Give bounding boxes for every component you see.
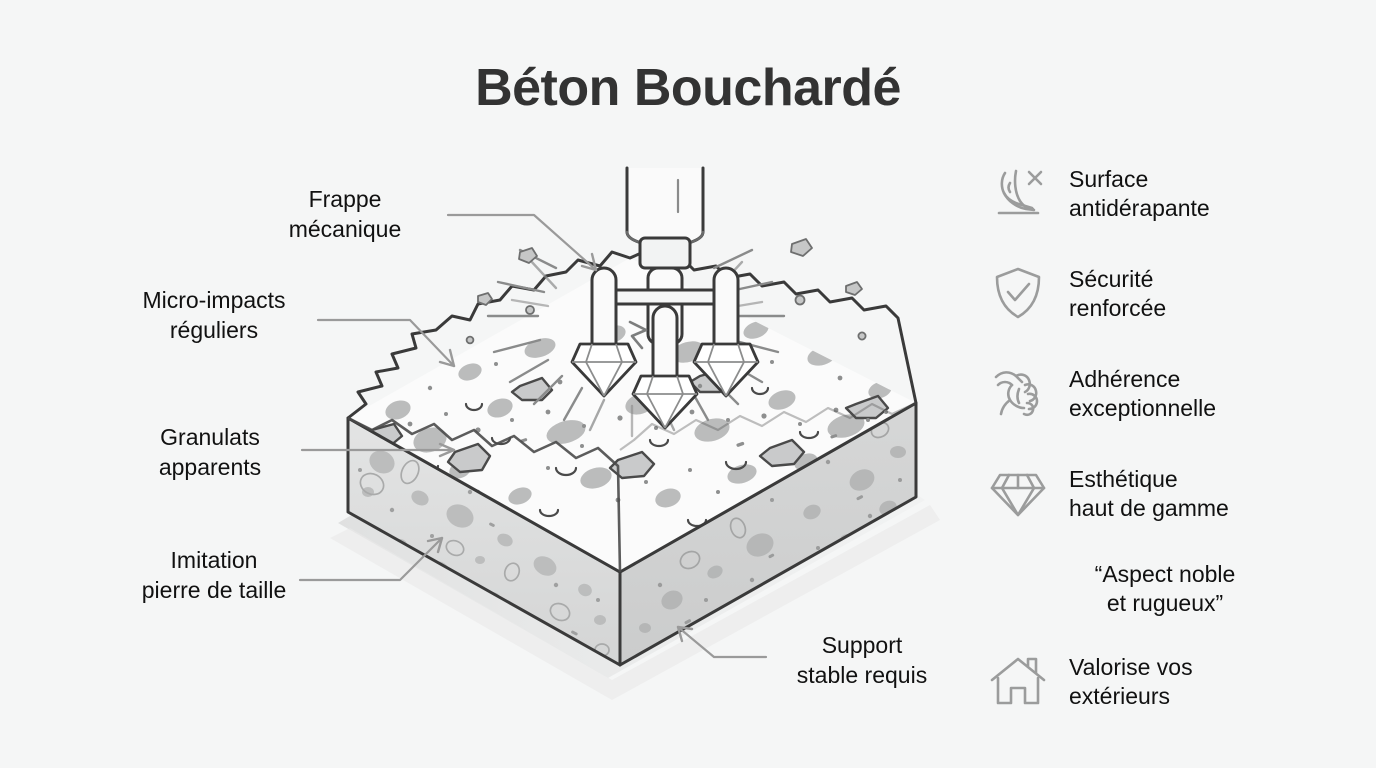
feature-label: Adhérence exceptionnelle <box>1069 366 1217 422</box>
feature-list: Surface antidérapante Sécurité renforcée <box>985 160 1345 748</box>
callout-micro-impacts: Micro-impacts réguliers <box>142 287 286 344</box>
feature-item-securite-renforcee: Sécurité renforcée <box>985 260 1345 332</box>
diamond-icon <box>985 460 1051 526</box>
debris-chips <box>465 238 867 345</box>
quote-text: “Aspect noble et rugueux” <box>1094 561 1236 617</box>
callout-imitation-pierre: Imitation pierre de taille <box>141 547 287 604</box>
feature-label: Sécurité renforcée <box>1069 266 1167 322</box>
diamond-tips <box>570 342 760 430</box>
feature-item-quote: “Aspect noble et rugueux” <box>985 560 1345 622</box>
feature-label: Valorise vos extérieurs <box>1069 654 1193 710</box>
feature-item-adherence-exceptionnelle: Adhérence exceptionnelle <box>985 360 1345 432</box>
feature-item-valorise-exterieurs: Valorise vos extérieurs <box>985 648 1345 720</box>
callout-frappe-mecanique: Frappe mécanique <box>288 186 402 243</box>
shield-check-icon <box>985 260 1051 326</box>
feature-item-esthetique-haut-de-gamme: Esthétique haut de gamme <box>985 460 1345 532</box>
callout-granulats-apparents: Granulats apparents <box>158 424 262 481</box>
house-icon <box>985 648 1051 714</box>
feature-item-surface-antiderapante: Surface antidérapante <box>985 160 1345 232</box>
foot-no-slip-icon <box>985 160 1051 226</box>
gripping-hand-icon <box>985 360 1051 426</box>
feature-label: Surface antidérapante <box>1069 166 1210 222</box>
slab-shadow <box>330 487 940 700</box>
feature-label: Esthétique haut de gamme <box>1069 466 1229 522</box>
leader-lines <box>298 213 768 659</box>
callout-support-stable-requis: Support stable requis <box>796 632 928 689</box>
page-title: Béton Bouchardé <box>475 59 901 117</box>
